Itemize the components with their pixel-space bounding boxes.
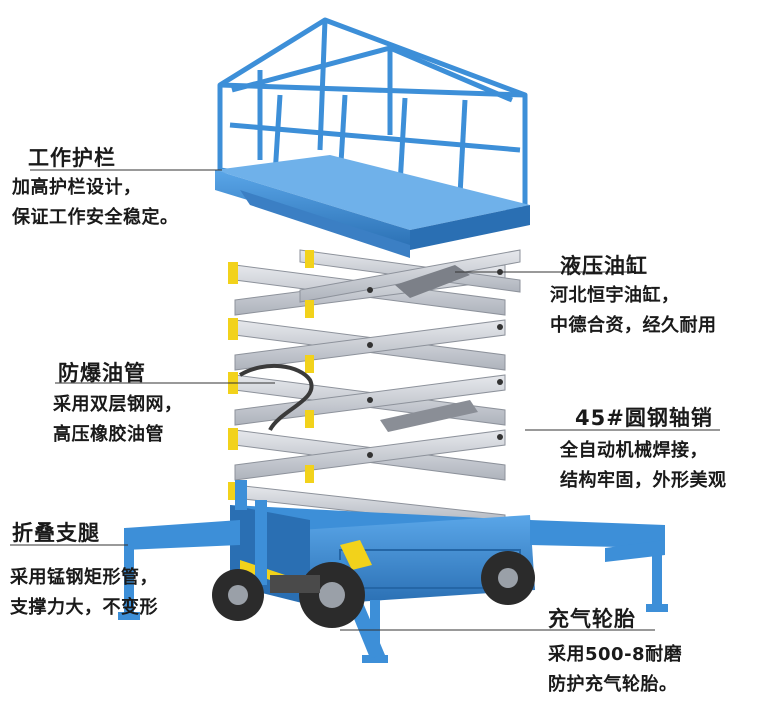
callout-line: 加高护栏设计， bbox=[12, 177, 142, 198]
callout-tire: 充气轮胎 bbox=[548, 603, 636, 633]
callout-title: 充气轮胎 bbox=[548, 607, 636, 631]
callout-oil-cylinder: 液压油缸 bbox=[560, 250, 648, 280]
callout-line: 采用500-8耐磨 bbox=[548, 644, 683, 665]
callout-oil-pipe: 防爆油管 bbox=[58, 357, 146, 387]
callout-tire-desc: 采用500-8耐磨 防护充气轮胎。 bbox=[548, 640, 682, 700]
callout-pin-shaft-desc: 全自动机械焊接， 结构牢固，外形美观 bbox=[560, 436, 727, 496]
callout-line: 防护充气轮胎。 bbox=[548, 674, 678, 695]
callout-line: 采用双层钢网， bbox=[53, 394, 183, 415]
tire-wheels bbox=[212, 551, 535, 628]
callout-guardrail-desc: 加高护栏设计， 保证工作安全稳定。 bbox=[12, 173, 179, 233]
oil-pipe bbox=[238, 363, 314, 432]
callout-line: 中德合资，经久耐用 bbox=[550, 315, 717, 336]
callout-line: 支撑力大，不变形 bbox=[10, 597, 158, 618]
callout-title: 折叠支腿 bbox=[12, 521, 100, 545]
callout-title: 液压油缸 bbox=[560, 254, 648, 278]
callout-pin-shaft: 45#圆钢轴销 bbox=[575, 402, 713, 432]
callout-title: 工作护栏 bbox=[28, 146, 116, 170]
callout-leaders bbox=[10, 169, 720, 631]
callout-line: 河北恒宇油缸， bbox=[550, 285, 680, 306]
hydraulic-cylinder bbox=[380, 265, 478, 432]
callout-title: 防爆油管 bbox=[58, 361, 146, 385]
callout-line: 全自动机械焊接， bbox=[560, 440, 708, 461]
callout-guardrail: 工作护栏 bbox=[28, 142, 116, 172]
callout-line: 保证工作安全稳定。 bbox=[12, 207, 179, 228]
callout-outrigger: 折叠支腿 bbox=[12, 517, 100, 547]
callout-outrigger-desc: 采用锰钢矩形管， 支撑力大，不变形 bbox=[10, 563, 158, 623]
callout-line: 采用锰钢矩形管， bbox=[10, 567, 158, 588]
guardrail bbox=[217, 17, 528, 213]
callout-title: 45#圆钢轴销 bbox=[575, 406, 713, 430]
callout-line: 结构牢固，外形美观 bbox=[560, 470, 727, 491]
scissor-arms bbox=[228, 249, 521, 529]
callout-oil-pipe-desc: 采用双层钢网， 高压橡胶油管 bbox=[53, 390, 183, 450]
platform-deck bbox=[215, 155, 530, 258]
callout-oil-cylinder-desc: 河北恒宇油缸， 中德合资，经久耐用 bbox=[550, 281, 717, 341]
callout-line: 高压橡胶油管 bbox=[53, 424, 164, 445]
